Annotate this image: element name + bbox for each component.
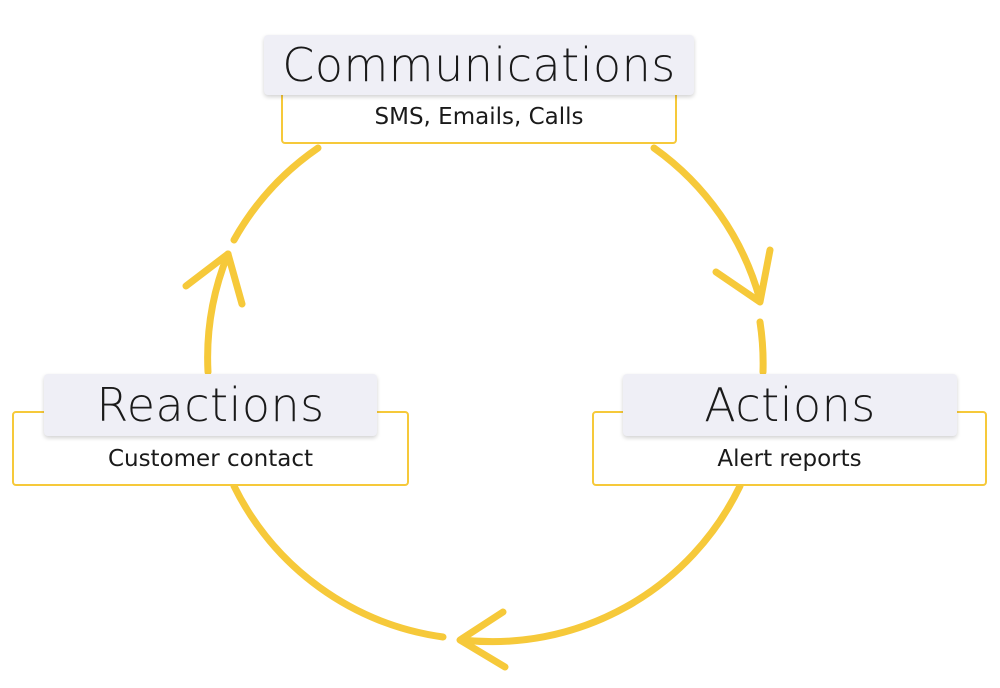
edge-reactions-to-communications — [204, 250, 232, 376]
reactions-title: Reactions — [44, 374, 377, 436]
edge-actions-to-reactions — [458, 482, 744, 646]
arrowhead-actions-icon — [712, 246, 774, 306]
communications-title: Communications — [264, 35, 694, 95]
edge-communications-to-actions-tail — [756, 318, 767, 376]
communications-subtitle: SMS, Emails, Calls — [281, 86, 677, 144]
actions-title: Actions — [623, 374, 957, 436]
edge-actions-to-reactions-tail — [230, 482, 447, 641]
edge-communications-to-actions — [650, 144, 764, 304]
arrowhead-reactions-icon — [456, 608, 509, 671]
arrowhead-communications-icon — [182, 250, 246, 308]
edge-reactions-to-communications-tail — [230, 144, 322, 244]
